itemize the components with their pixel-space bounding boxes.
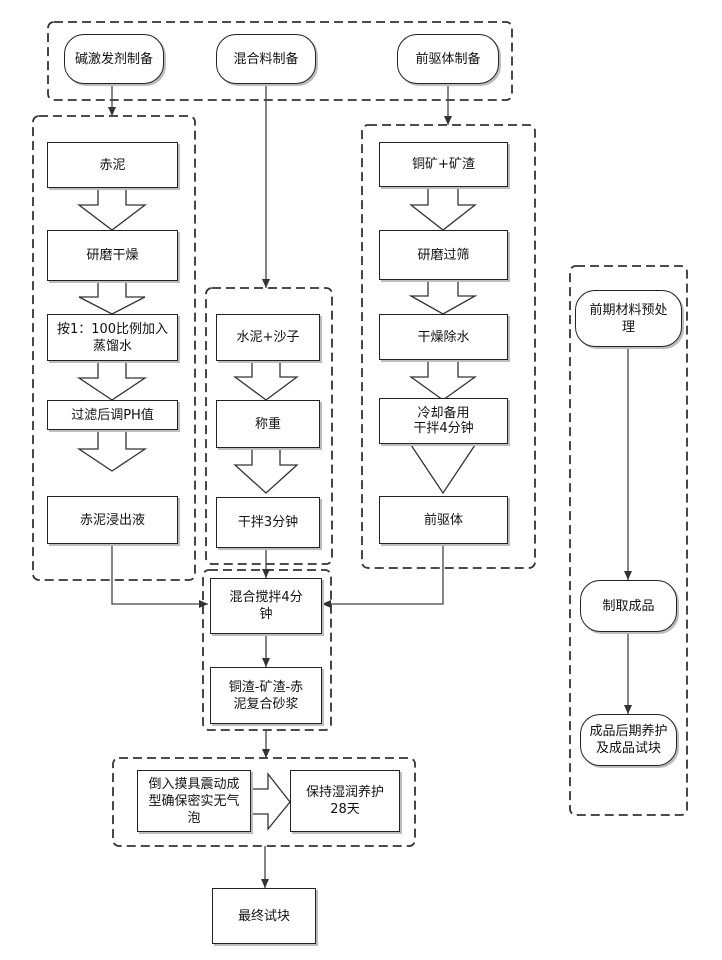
red-mud-node: 赤泥: [47, 142, 178, 188]
copper-slag-node: 铜矿+矿渣: [379, 142, 508, 187]
mold-group-frame: [112, 757, 416, 847]
cement-sand-node: 水泥+沙子: [216, 314, 320, 361]
middle-group-frame: [205, 287, 333, 565]
leachate-node: 赤泥浸出液: [47, 496, 178, 544]
mixture-prep-node: 混合料制备: [216, 34, 316, 84]
right-group-frame: [361, 124, 536, 569]
dry-mix-3min-node: 干拌3分钟: [216, 497, 320, 548]
add-water-node: 按1：100比例加入蒸馏水: [47, 314, 178, 361]
left-group-frame: [32, 115, 196, 581]
cool-drymix-node: 冷却备用 干拌4分钟: [379, 398, 508, 444]
legend-group-frame: [569, 265, 688, 816]
weigh-node: 称重: [216, 400, 320, 448]
alkali-activator-node: 碱激发剂制备: [64, 34, 164, 84]
connector-precursor-to-mix: [322, 544, 444, 608]
block-arrow-mold-to-cure: [250, 772, 291, 831]
block-arrow-mid-2: [233, 447, 299, 494]
block-arrow-left-4: [76, 429, 148, 472]
legend-post-cure-node: 成品后期养护及成品试块: [580, 714, 677, 766]
block-arrow-mid-1: [233, 360, 299, 401]
block-arrow-left-3: [76, 360, 148, 401]
legend-pretreatment-node: 前期材料预处理: [575, 290, 682, 347]
precursor-prep-node: 前驱体制备: [397, 34, 499, 84]
legend-make-product-node: 制取成品: [580, 580, 677, 632]
moist-cure-node: 保持湿润养护28天: [290, 770, 400, 832]
mix-4min-node: 混合搅拌4分钟: [210, 578, 322, 634]
grind-dry-node: 研磨干燥: [47, 230, 178, 281]
connector-leachate-to-mix: [111, 544, 208, 608]
block-arrow-right-2: [408, 279, 478, 315]
composite-mortar-node: 铜渣-矿渣-赤泥复合砂浆: [210, 667, 322, 724]
precursor-node: 前驱体: [379, 496, 508, 544]
block-arrow-left-1: [77, 187, 147, 231]
top-group-frame: [47, 21, 513, 101]
filter-ph-node: 过滤后调PH值: [47, 400, 178, 430]
grind-sieve-node: 研磨过筛: [379, 230, 508, 280]
dry-dewater-node: 干燥除水: [379, 314, 508, 360]
block-arrow-right-1: [409, 186, 477, 231]
mold-vibrate-node: 倒入摸具震动成型确保密实无气泡: [137, 770, 251, 832]
final-specimen-node: 最终试块: [212, 888, 316, 944]
block-arrow-left-2: [78, 280, 146, 315]
block-arrow-right-3: [408, 359, 478, 401]
